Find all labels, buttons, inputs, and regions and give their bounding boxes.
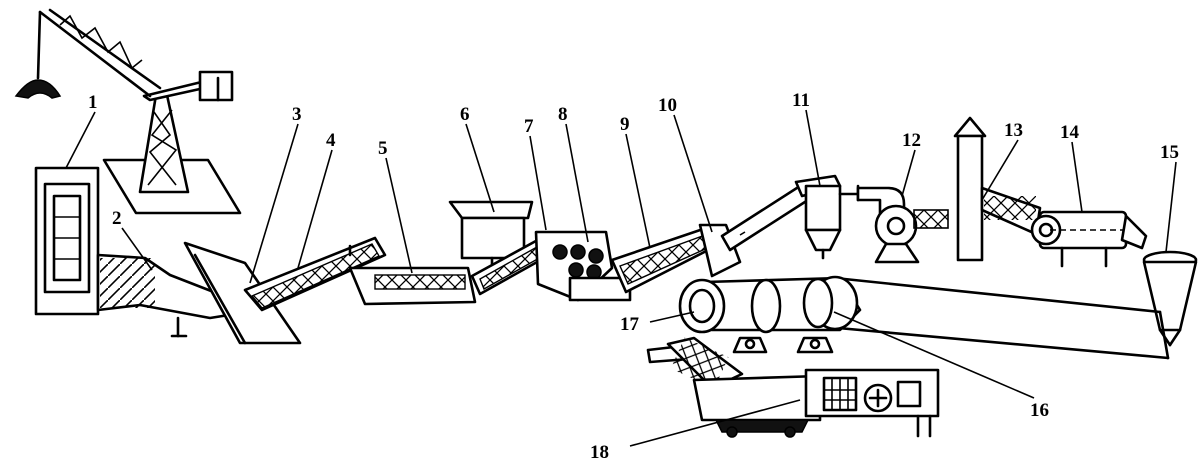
label-5: 5 — [378, 138, 388, 159]
conveyor-b — [470, 234, 557, 296]
cyclone-collector — [794, 174, 860, 260]
control-cabinet — [34, 166, 100, 316]
rotary-kiln — [678, 275, 1170, 360]
dryer-drum — [1030, 210, 1148, 268]
material-bin — [448, 200, 534, 274]
separator-cone — [1142, 250, 1198, 347]
label-13: 13 — [1004, 120, 1023, 141]
cooler-unit — [646, 336, 940, 438]
label-16: 16 — [1030, 400, 1049, 421]
label-8: 8 — [558, 104, 568, 125]
label-4: 4 — [326, 130, 336, 151]
label-6: 6 — [460, 104, 470, 125]
label-3: 3 — [292, 104, 302, 125]
label-12: 12 — [902, 130, 921, 151]
label-2: 2 — [112, 208, 122, 229]
label-18: 18 — [590, 442, 609, 463]
roller-press — [534, 230, 632, 302]
mixer-trough — [348, 266, 477, 306]
crusher-and-conveyor — [183, 236, 387, 345]
part-number-labels: 1 2 3 4 5 6 7 8 9 10 11 12 13 14 15 16 1… — [88, 90, 1179, 463]
label-9: 9 — [620, 114, 630, 135]
label-11: 11 — [792, 90, 810, 111]
label-7: 7 — [524, 116, 534, 137]
leader-lines — [65, 109, 1177, 447]
grab-crane — [14, 8, 242, 215]
conveyor-c — [610, 223, 742, 294]
label-1: 1 — [88, 92, 98, 113]
label-14: 14 — [1060, 122, 1080, 143]
chimney — [953, 116, 1042, 262]
label-17: 17 — [620, 314, 640, 335]
air-duct — [720, 184, 810, 252]
label-10: 10 — [658, 95, 677, 116]
induced-fan — [856, 186, 949, 264]
label-15: 15 — [1160, 142, 1179, 163]
